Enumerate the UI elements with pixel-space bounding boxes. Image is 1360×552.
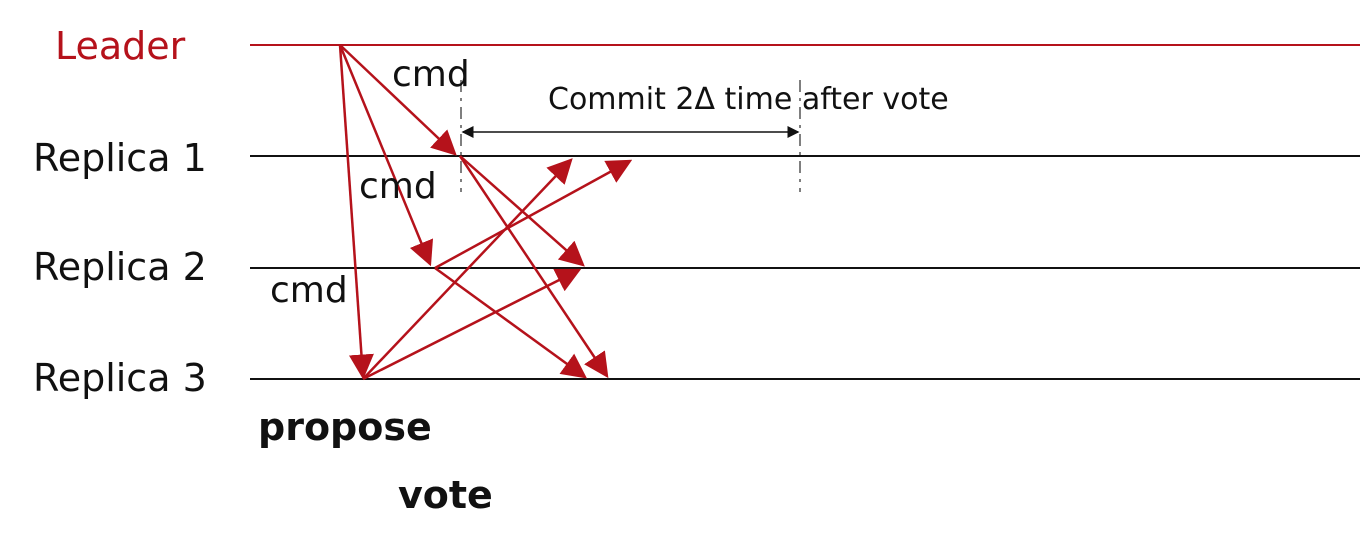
lane-label-leader: Leader xyxy=(55,24,186,68)
propose-arrow-replica2 xyxy=(338,44,434,267)
vote-arrow-r3-to-r2 xyxy=(362,268,582,381)
lane-label-replica2: Replica 2 xyxy=(33,245,207,289)
vote-arrow-r2-to-r1 xyxy=(434,159,633,270)
vote-arrow-r3-to-r1 xyxy=(362,158,573,380)
message-label-cmd-r1: cmd xyxy=(392,54,470,95)
propose-arrow-replica1 xyxy=(339,44,457,156)
vote-arrow-r2-to-r3 xyxy=(434,266,588,379)
message-label-cmd-r2: cmd xyxy=(359,166,437,207)
vote-arrow-r1-to-r3 xyxy=(458,155,609,379)
lane-label-replica1: Replica 1 xyxy=(33,136,207,180)
lane-label-replica3: Replica 3 xyxy=(33,356,207,400)
message-label-cmd-r3: cmd xyxy=(270,270,348,311)
phase-label-vote: vote xyxy=(398,473,493,517)
propose-arrow-replica3 xyxy=(338,44,374,380)
commit-note: Commit 2Δ time after vote xyxy=(548,82,949,117)
phase-label-propose: propose xyxy=(258,405,432,449)
